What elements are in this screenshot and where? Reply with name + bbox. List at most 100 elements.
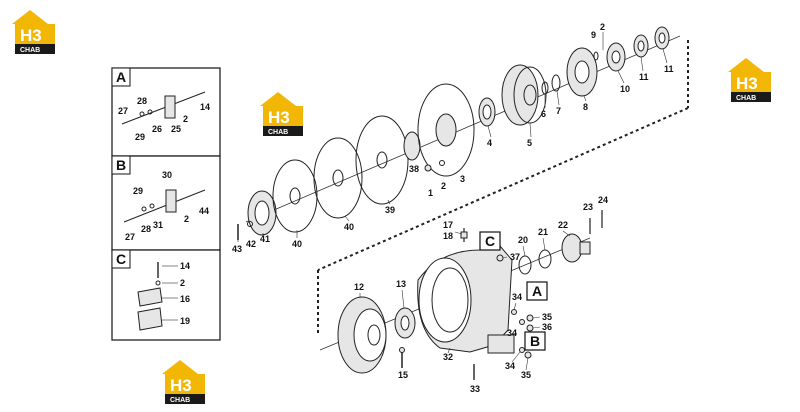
part-label: 24 [598,195,608,205]
part-label: 13 [396,279,406,289]
part-label: 32 [443,352,453,362]
inset-panel-b: B 30 29 27 28 31 2 44 [111,155,221,251]
bearing-4 [478,97,496,127]
inset-a-label: 25 [171,124,181,134]
inset-b-label: 31 [153,220,163,230]
part-label: 3 [460,174,465,184]
bearing-13 [394,307,416,339]
logo-mark-text: H3 [268,108,290,127]
part-label: 18 [443,231,453,241]
logo-mark-text: H3 [170,376,192,395]
part-label: 4 [487,138,492,148]
logo-top-left: H3 CHAB [12,10,55,54]
hub-38 [403,131,421,161]
upper-shaft-axis [245,35,681,223]
part-label: 9 [591,30,596,40]
part-label: 42 [246,239,256,249]
part-label: 33 [470,384,480,394]
cover-plate-12 [337,296,387,374]
part-label: 22 [558,220,568,230]
part-label: 34 [505,361,515,371]
ring-plate-41 [247,190,277,236]
part-label: 41 [260,234,270,244]
part-label: 34 [512,292,522,302]
part-label: 8 [583,102,588,112]
logo-middle: H3 CHAB [260,92,303,136]
part-label: 7 [556,106,561,116]
part-label: 35 [542,312,552,322]
bolt-35 [524,314,534,359]
inset-b-letter: B [116,157,126,173]
transmission-housing-32 [417,245,515,354]
logo-right: H3 CHAB [728,58,771,102]
part-label: 12 [354,282,364,292]
logo-sub-text: CHAB [268,129,288,136]
callout-c-letter: C [485,233,495,249]
impeller-5 [501,64,547,126]
logo-sub-text: CHAB [20,47,40,54]
inset-a-label: 28 [137,96,147,106]
o-ring-7 [551,74,561,92]
callout-a: A [526,281,548,301]
part-label: 34 [507,328,517,338]
stator-8 [566,47,598,97]
inset-panel-c: C 14 2 16 19 [111,249,221,341]
inset-a-label: 26 [152,124,162,134]
inset-a-label: 2 [183,114,188,124]
part-label: 38 [409,164,419,174]
upper-leader-lines [237,32,668,242]
inset-b-label: 29 [133,186,143,196]
lower-leader-lines [359,230,571,371]
inset-a-label: 27 [118,106,128,116]
flange-10 [606,42,626,72]
washer-2 [439,160,445,166]
bolt-15 [399,347,405,368]
callout-b-letter: B [530,333,540,349]
friction-disc-39 [355,115,409,205]
part-label: 5 [527,138,532,148]
inset-b-label: 27 [125,232,135,242]
plug-18 [460,231,468,239]
inset-a-label: 14 [200,102,210,112]
inset-c-label: 2 [180,278,185,288]
part-label: 37 [510,252,520,262]
part-label: 6 [541,109,546,119]
part-label: 1 [428,188,433,198]
inset-c-letter: C [116,251,126,267]
turbine-disc-3 [417,83,475,177]
logo-bottom-left: H3 CHAB [162,360,205,404]
output-flange-22 [561,233,591,263]
inset-a-letter: A [116,69,126,85]
logo-mark-text: H3 [736,74,758,93]
part-label: 36 [542,322,552,332]
part-label: 21 [538,227,548,237]
bolt-1 [424,164,432,172]
snap-ring-9 [593,51,599,61]
friction-disc-40-right [313,137,363,219]
part-label: 40 [292,239,302,249]
inset-c-label: 16 [180,294,190,304]
inset-c-label: 19 [180,316,190,326]
part-label: 2 [441,181,446,191]
inset-c-label: 14 [180,261,190,271]
friction-disc-40-left [272,159,318,233]
logo-mark-text: H3 [20,26,42,45]
inset-b-label: 2 [184,214,189,224]
inset-b-label: 30 [162,170,172,180]
part-label: 2 [600,22,605,32]
bolt-36 [526,324,534,332]
inset-b-label: 28 [141,224,151,234]
part-label: 40 [344,222,354,232]
callout-a-letter: A [532,283,542,299]
inset-panel-a: A 27 28 29 26 2 25 14 [111,67,221,157]
part-label: 10 [620,84,630,94]
callout-b: B [524,331,546,351]
part-label: 11 [639,72,649,82]
callout-c: C [479,231,501,251]
logo-sub-text: CHAB [170,397,190,404]
part-label: 35 [521,370,531,380]
part-label: 11 [664,64,674,74]
plug-37 [496,254,504,262]
part-label: 15 [398,370,408,380]
